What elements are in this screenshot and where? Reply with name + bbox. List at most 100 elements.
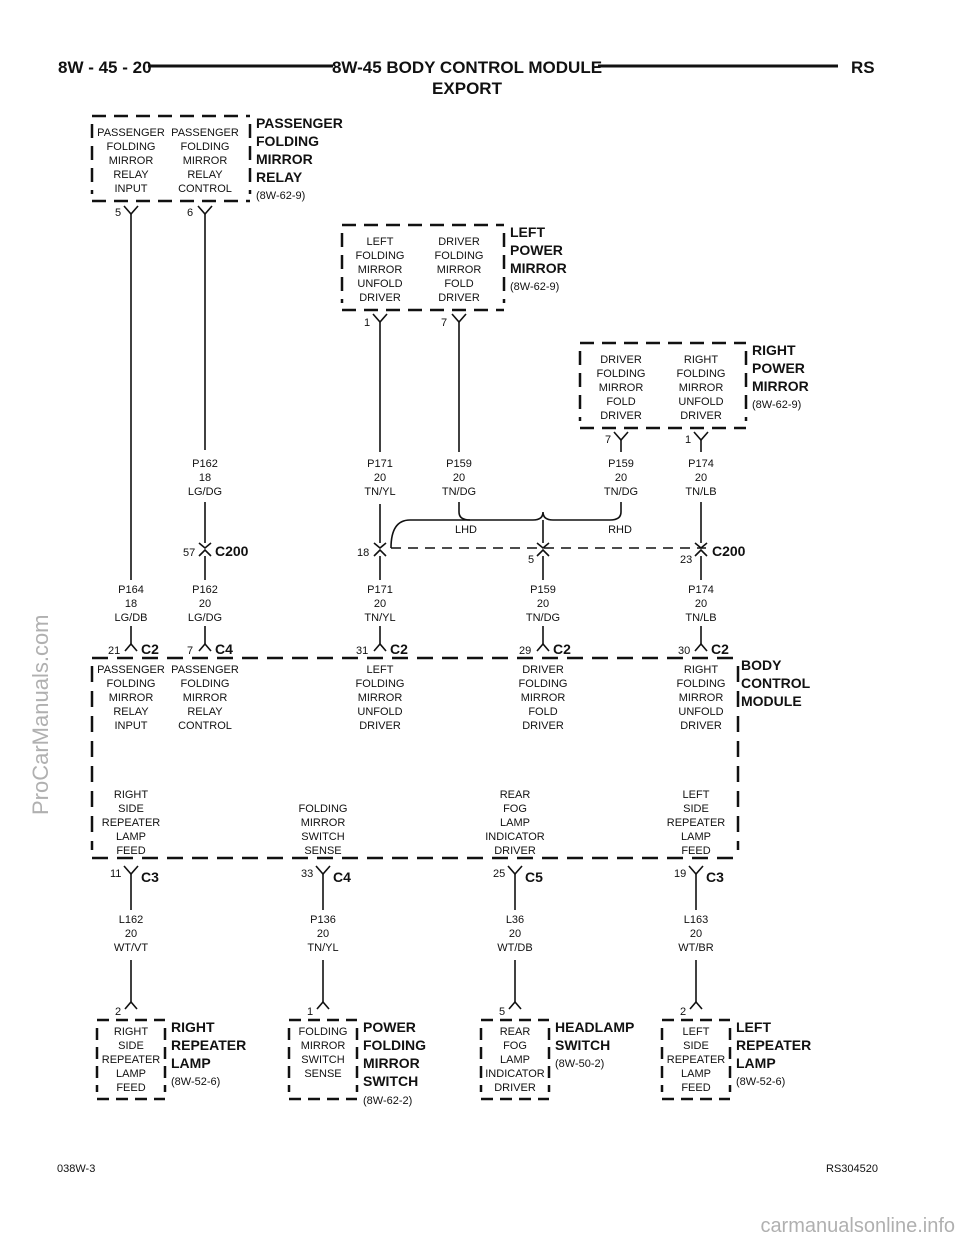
- bcm-conn-c2-b: C2: [390, 641, 408, 657]
- bcm-pin-30: 30: [678, 645, 690, 657]
- mirror-switch-ref: (8W-62-2): [363, 1095, 412, 1107]
- header-section: RS: [851, 58, 875, 77]
- bcm-pin-19: 19: [674, 868, 686, 880]
- relay-pin-6: 6: [187, 207, 193, 219]
- body-control-module: [90, 656, 740, 860]
- c200-pin-57: 57: [183, 547, 195, 559]
- footer-code-right: RS304520: [826, 1163, 878, 1175]
- left-repeater-pin: 2: [680, 1006, 686, 1018]
- passenger-folding-mirror-relay: [90, 114, 252, 203]
- c200-label-left: C200: [215, 543, 249, 559]
- power-folding-mirror-switch: [287, 1018, 359, 1101]
- relay-ref: (8W-62-9): [256, 190, 305, 202]
- right-power-mirror: [578, 341, 748, 430]
- right-mirror-pin-1: 1: [685, 434, 691, 446]
- left-power-mirror: [340, 223, 506, 312]
- c200-pin-18: 18: [357, 547, 369, 559]
- left-mirror-pin-7: 7: [441, 317, 447, 329]
- bcm-conn-c4-b: C4: [333, 869, 351, 885]
- header-subtitle: EXPORT: [432, 79, 503, 98]
- bcm-pin-31: 31: [356, 645, 368, 657]
- left-mirror-pin-1: 1: [364, 317, 370, 329]
- mirror-switch-pin: 1: [307, 1006, 313, 1018]
- bottom-watermark: carmanualsonline.info: [760, 1215, 955, 1237]
- side-watermark: ProCarManuals.com: [28, 614, 53, 815]
- right-mirror-pin-7: 7: [605, 434, 611, 446]
- bcm-conn-c2-d: C2: [711, 641, 729, 657]
- page-header: 8W - 45 - 20 8W-45 BODY CONTROL MODULE R…: [58, 58, 875, 98]
- pin-terminals: [123, 205, 709, 442]
- lhd-rhd-splice: [390, 511, 622, 549]
- bcm-pin-33: 33: [301, 868, 313, 880]
- bcm-pin-25: 25: [493, 868, 505, 880]
- bcm-conn-c2-a: C2: [141, 641, 159, 657]
- right-repeater-ref: (8W-52-6): [171, 1076, 220, 1088]
- wires: [130, 214, 702, 644]
- c200-pin-23: 23: [680, 554, 692, 566]
- bcm-conn-c4-a: C4: [215, 641, 233, 657]
- header-title: 8W-45 BODY CONTROL MODULE: [332, 58, 602, 77]
- left-repeater-lamp: [660, 1018, 732, 1101]
- right-mirror-ref: (8W-62-9): [752, 399, 801, 411]
- c200-pins: [198, 542, 708, 557]
- lhd-label: LHD: [455, 524, 477, 536]
- bcm-conn-c3-a: C3: [141, 869, 159, 885]
- headlamp-switch-pin: 5: [499, 1006, 505, 1018]
- bcm-pin-11: 11: [110, 868, 121, 880]
- footer-code-left: 038W-3: [57, 1163, 95, 1175]
- header-page-number: 8W - 45 - 20: [58, 58, 152, 77]
- headlamp-switch: [479, 1018, 551, 1101]
- bcm-top-terminals: [124, 642, 708, 652]
- bcm-conn-c3-b: C3: [706, 869, 724, 885]
- bcm-pin-7: 7: [187, 645, 193, 657]
- left-repeater-ref: (8W-52-6): [736, 1076, 785, 1088]
- bcm-conn-c5: C5: [525, 869, 543, 885]
- bcm-conn-c2-c: C2: [553, 641, 571, 657]
- headlamp-switch-ref: (8W-50-2): [555, 1058, 604, 1070]
- bcm-bottom-terminals: [123, 865, 704, 1010]
- bcm-pin-29: 29: [519, 645, 531, 657]
- relay-pin-5: 5: [115, 207, 121, 219]
- right-repeater-pin: 2: [115, 1006, 121, 1018]
